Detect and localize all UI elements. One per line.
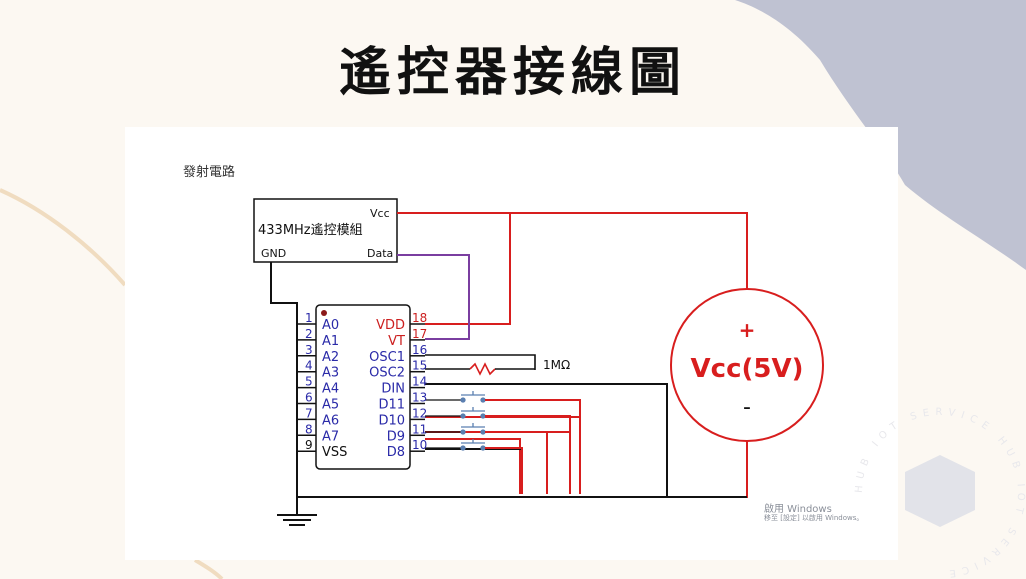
resistor-label: 1MΩ: [543, 358, 570, 372]
ic-right-pin-number: 16: [412, 343, 427, 357]
vcc-minus: -: [743, 395, 751, 420]
ic-right-pin-name: D8: [387, 445, 405, 460]
ic-right-pin-number: 14: [412, 375, 427, 389]
ic-left-pin-number: 3: [305, 343, 313, 357]
ic-left-pin-number: 4: [305, 359, 313, 373]
ic-left-pin-number: 8: [305, 422, 313, 436]
ic-left-pin-name: A5: [322, 398, 339, 413]
ic-right-pin-name: DIN: [381, 382, 405, 397]
ic-left-pin-name: A2: [322, 350, 339, 365]
rf-module-name: 433MHz遙控模組: [258, 223, 363, 238]
decorative-arc-bottom: [193, 558, 224, 579]
ic-right-pin-number: 13: [412, 391, 427, 405]
ic-right-pin-number: 18: [412, 311, 427, 325]
diagram-panel: 發射電路 433MHz遙控模組 Vcc GND Data: [125, 127, 898, 560]
ic-left-pin-number: 5: [305, 375, 313, 389]
ground-symbol: [277, 509, 317, 526]
ic-left-pin-number: 6: [305, 391, 313, 405]
ic-right-pin-name: OSC2: [369, 366, 405, 381]
ic-left-pin-number: 2: [305, 327, 313, 341]
ic-left-pin-number: 1: [305, 311, 313, 325]
windows-activation-sub: 移至 [設定] 以啟用 Windows。: [764, 514, 864, 522]
ic-right-pin-name: VT: [388, 334, 405, 349]
ic-left-pin-name: VSS: [322, 445, 347, 460]
ic-right-pin-number: 15: [412, 359, 427, 373]
rf-module-data-pin: Data: [367, 247, 393, 260]
decorative-arc: [0, 188, 127, 287]
ic-right-pin-number: 11: [412, 422, 427, 436]
ic-left-pin-name: A6: [322, 413, 339, 428]
ic-left-pin-name: A3: [322, 366, 339, 381]
ground-wires: [270, 262, 747, 509]
ic-right-pin-name: D10: [378, 413, 405, 428]
switch-outputs: [485, 399, 581, 494]
ic-right-pin-name: D11: [378, 398, 405, 413]
page-title: 遙控器接線圖: [338, 43, 687, 103]
vcc-label: Vcc(5V): [691, 354, 804, 384]
ic-left-pin-number: 9: [305, 438, 313, 452]
ic-right-pin-name: OSC1: [369, 350, 405, 365]
vcc-plus: +: [739, 318, 756, 342]
ic-right-pin-name: VDD: [376, 318, 405, 333]
data-wire: [397, 254, 470, 340]
rf-module-gnd-pin: GND: [261, 247, 286, 260]
ic-left-pin-name: A0: [322, 318, 339, 333]
ic-pin1-dot: [321, 310, 327, 316]
push-buttons: [425, 391, 486, 451]
vcc-source-circle: [670, 288, 824, 442]
ic-left-pin-name: A1: [322, 334, 339, 349]
rf-module-box: [253, 198, 398, 263]
ic-right-pin-number: 17: [412, 327, 427, 341]
ic-right-pin-name: D9: [387, 429, 405, 444]
rf-module-vcc-pin: Vcc: [370, 207, 390, 220]
ic-left-pin-name: A7: [322, 429, 339, 444]
ic-right-pin-number: 12: [412, 406, 427, 420]
section-label: 發射電路: [183, 164, 235, 180]
resistor-1m: [425, 354, 536, 376]
ic-right-pin-number: 10: [412, 438, 427, 452]
windows-activation-title: 啟用 Windows: [764, 504, 832, 515]
ic-left-pin-number: 7: [305, 406, 313, 420]
circuit-diagram: 發射電路 433MHz遙控模組 Vcc GND Data: [183, 164, 824, 526]
ic-left-pin-name: A4: [322, 382, 339, 397]
